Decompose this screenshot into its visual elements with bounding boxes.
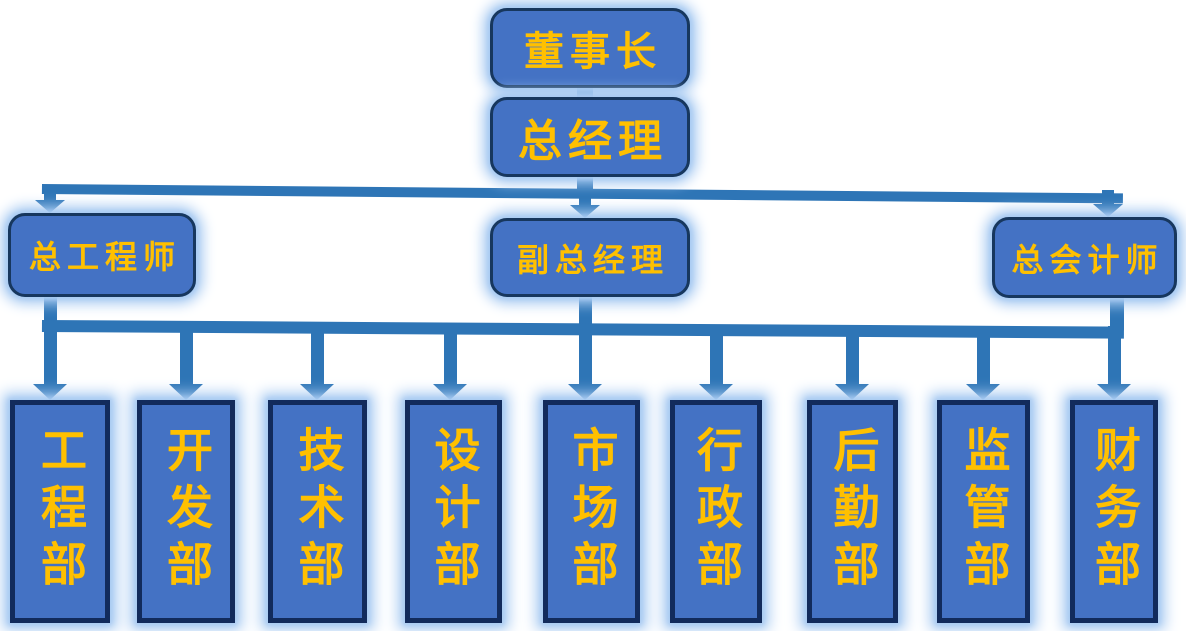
arrow-head-department-2 xyxy=(169,384,203,400)
arrow-head-chief-accountant xyxy=(1093,204,1123,217)
arrow-head-department-4 xyxy=(433,384,467,400)
arrow-stem-chief-accountant xyxy=(1102,190,1114,205)
connector-deputy-gm-to-bar xyxy=(579,294,592,328)
arrow-stem-department-2 xyxy=(179,326,193,386)
dept-administration-label: 行政部 xyxy=(691,426,742,597)
arrow-stem-department-6 xyxy=(709,326,723,386)
node-general-manager: 总经理 xyxy=(490,97,690,177)
connector-chief-engineer-to-bar xyxy=(44,294,57,328)
arrow-head-department-8 xyxy=(966,384,1000,400)
arrow-head-department-9 xyxy=(1097,384,1131,400)
dept-technology-label: 技术部 xyxy=(292,426,344,597)
arrow-stem-department-9 xyxy=(1107,326,1121,386)
arrow-stem-department-5 xyxy=(578,326,592,386)
general-manager-label: 总经理 xyxy=(518,117,668,166)
deputy-general-manager-label: 副总经理 xyxy=(516,241,669,278)
dept-finance-label: 财务部 xyxy=(1089,426,1140,597)
dept-supervision-label: 监管部 xyxy=(958,426,1010,597)
dept-technology: 技术部 xyxy=(268,400,367,623)
connector-chief-accountant-to-bar xyxy=(1110,294,1124,330)
dept-engineering: 工程部 xyxy=(10,400,110,623)
dept-marketing-label: 市场部 xyxy=(566,426,618,597)
arrow-stem-chief-engineer xyxy=(44,186,56,202)
dept-development-label: 开发部 xyxy=(161,426,212,597)
arrow-head-department-3 xyxy=(300,384,334,400)
arrow-head-department-7 xyxy=(835,384,869,400)
dept-engineering-label: 工程部 xyxy=(35,426,86,597)
dept-design: 设计部 xyxy=(405,400,502,623)
connector-chairman-to-gm xyxy=(577,84,593,100)
dept-design-label: 设计部 xyxy=(428,426,480,597)
arrow-stem-department-1 xyxy=(43,326,57,386)
arrow-stem-deputy-gm xyxy=(579,190,591,206)
arrow-head-deputy-gm xyxy=(570,205,600,218)
connector-gm-to-bar xyxy=(577,172,593,192)
dept-marketing: 市场部 xyxy=(543,400,640,623)
dept-logistics-label: 后勤部 xyxy=(827,426,879,597)
arrow-head-chief-engineer xyxy=(35,200,65,213)
node-deputy-general-manager: 副总经理 xyxy=(490,218,690,297)
node-chief-engineer: 总工程师 xyxy=(8,213,196,297)
arrow-stem-department-7 xyxy=(845,326,859,386)
chairman-label: 董事长 xyxy=(524,29,662,74)
arrow-stem-department-3 xyxy=(310,326,324,386)
dept-administration: 行政部 xyxy=(670,400,762,623)
arrow-head-department-1 xyxy=(33,384,67,400)
chief-accountant-label: 总会计师 xyxy=(1011,241,1164,278)
dept-finance: 财务部 xyxy=(1070,400,1158,623)
chief-engineer-label: 总工程师 xyxy=(28,239,181,275)
arrow-head-department-6 xyxy=(699,384,733,400)
dept-supervision: 监管部 xyxy=(937,400,1030,623)
node-chairman: 董事长 xyxy=(490,8,690,88)
arrow-head-department-5 xyxy=(568,384,602,400)
node-chief-accountant: 总会计师 xyxy=(992,217,1177,298)
dept-development: 开发部 xyxy=(137,400,235,623)
arrow-stem-department-8 xyxy=(976,326,990,386)
arrow-stem-department-4 xyxy=(443,326,457,386)
dept-logistics: 后勤部 xyxy=(807,400,898,623)
